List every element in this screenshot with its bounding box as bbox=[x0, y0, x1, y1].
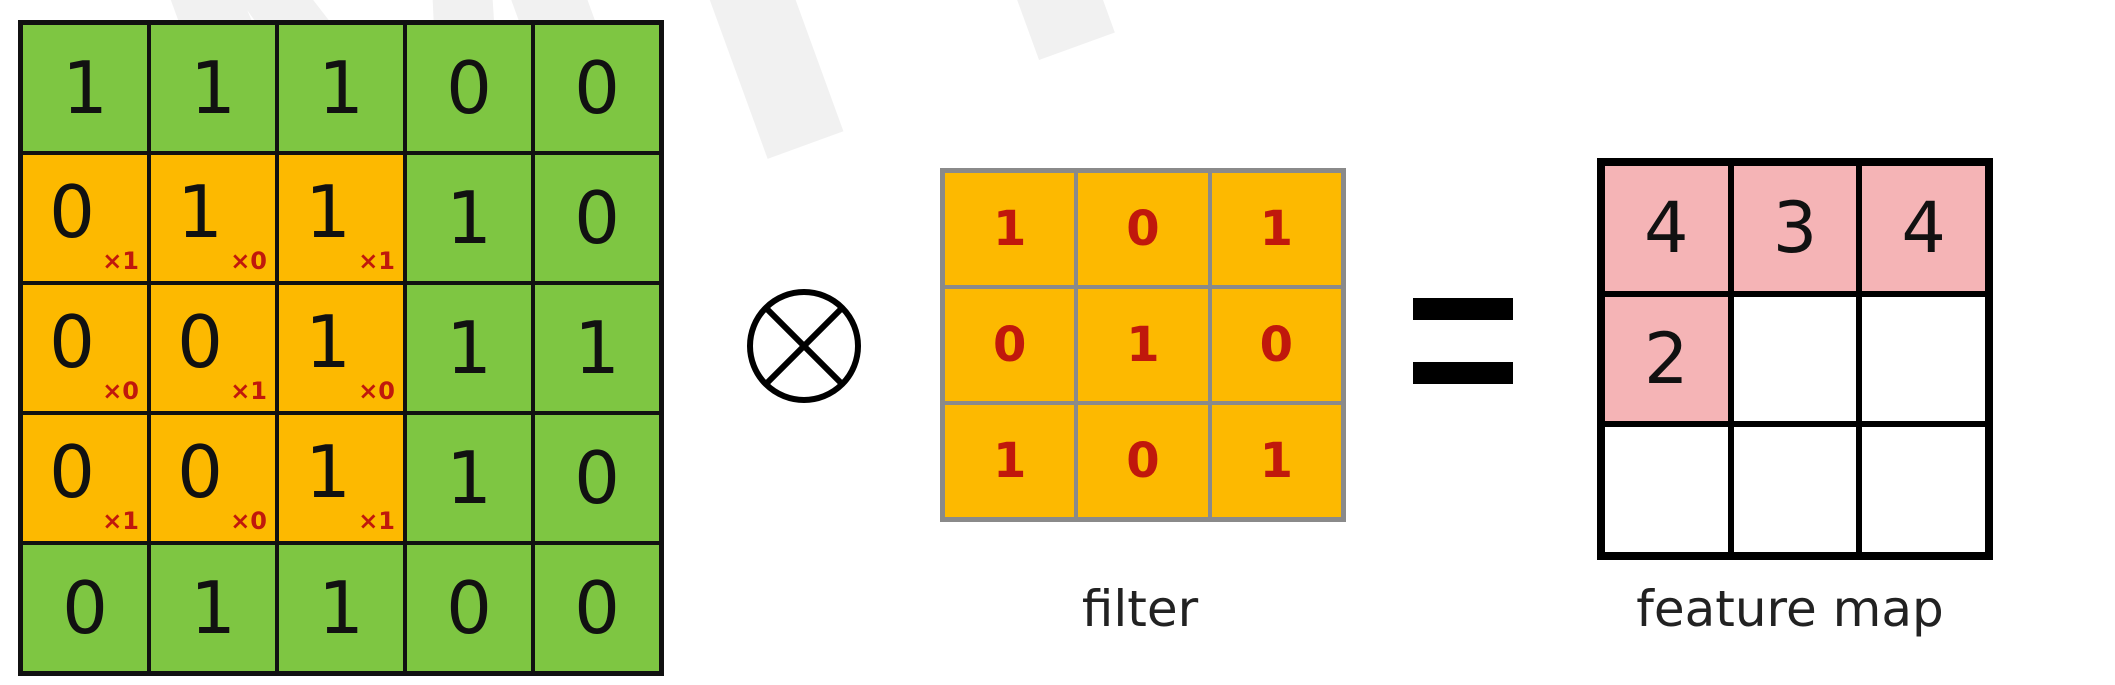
filter-weight-label: ×0 bbox=[230, 247, 267, 275]
input-cell-value: 0 bbox=[574, 566, 620, 650]
input-cell: 0×0 bbox=[21, 283, 149, 413]
input-cell: 0 bbox=[533, 23, 661, 153]
input-cell-value: 0 bbox=[177, 300, 223, 384]
input-cell-value: 1 bbox=[190, 46, 236, 130]
filter-cell: 1 bbox=[943, 171, 1077, 287]
filter-weight-label: ×0 bbox=[358, 377, 395, 405]
input-cell-value: 0 bbox=[446, 566, 492, 650]
input-cell: 0 bbox=[533, 153, 661, 283]
input-cell: 1 bbox=[405, 283, 533, 413]
input-cell-value: 0 bbox=[177, 430, 223, 514]
input-cell: 1 bbox=[149, 543, 277, 673]
filter-cell: 1 bbox=[1209, 403, 1343, 519]
input-cell-value: 0 bbox=[574, 176, 620, 260]
feature-map-cell bbox=[1730, 424, 1860, 555]
feature-map-cell: 4 bbox=[1859, 163, 1988, 294]
filter-weight-label: ×1 bbox=[230, 377, 267, 405]
input-cell-value: 1 bbox=[318, 46, 364, 130]
input-cell: 0×0 bbox=[149, 413, 277, 543]
input-cell: 0 bbox=[533, 413, 661, 543]
input-cell: 0 bbox=[405, 543, 533, 673]
input-cell: 1×0 bbox=[277, 283, 405, 413]
input-cell-value: 0 bbox=[62, 566, 108, 650]
input-cell: 1 bbox=[533, 283, 661, 413]
input-cell: 0×1 bbox=[21, 153, 149, 283]
input-cell: 0×1 bbox=[149, 283, 277, 413]
input-cell-value: 1 bbox=[305, 300, 351, 384]
input-cell-value: 1 bbox=[446, 306, 492, 390]
feature-map-label: feature map bbox=[1636, 580, 1944, 638]
input-cell-value: 0 bbox=[446, 46, 492, 130]
filter-weight-label: ×0 bbox=[102, 377, 139, 405]
feature-map-cell bbox=[1859, 424, 1988, 555]
input-cell: 1 bbox=[149, 23, 277, 153]
input-cell: 1 bbox=[277, 543, 405, 673]
filter-cell: 1 bbox=[943, 403, 1077, 519]
input-cell-value: 0 bbox=[49, 170, 95, 254]
filter-weight-label: ×1 bbox=[102, 507, 139, 535]
filter-cell: 0 bbox=[1076, 171, 1210, 287]
equals-icon bbox=[1413, 298, 1513, 388]
input-cell-value: 1 bbox=[190, 566, 236, 650]
input-cell: 1×1 bbox=[277, 413, 405, 543]
input-cell: 0 bbox=[533, 543, 661, 673]
input-cell-value: 0 bbox=[49, 430, 95, 514]
filter-cell: 0 bbox=[1076, 403, 1210, 519]
circled-times-icon bbox=[747, 289, 861, 403]
input-cell: 1×1 bbox=[277, 153, 405, 283]
input-cell: 0 bbox=[21, 543, 149, 673]
input-cell: 1 bbox=[277, 23, 405, 153]
feature-map-cell bbox=[1730, 293, 1860, 425]
input-cell: 1×0 bbox=[149, 153, 277, 283]
filter-cell: 0 bbox=[1209, 287, 1343, 403]
filter-cell: 1 bbox=[1076, 287, 1210, 403]
filter-cell: 1 bbox=[1209, 171, 1343, 287]
feature-map-cell: 4 bbox=[1602, 163, 1731, 294]
input-cell-value: 1 bbox=[446, 176, 492, 260]
feature-map-cell: 3 bbox=[1730, 163, 1860, 294]
input-cell: 0×1 bbox=[21, 413, 149, 543]
input-cell: 1 bbox=[405, 153, 533, 283]
feature-map-cell: 2 bbox=[1602, 293, 1731, 425]
filter-weight-label: ×1 bbox=[358, 507, 395, 535]
filter-cell: 0 bbox=[943, 287, 1077, 403]
feature-map-cell bbox=[1859, 293, 1988, 425]
input-cell-value: 1 bbox=[574, 306, 620, 390]
filter-weight-label: ×1 bbox=[102, 247, 139, 275]
filter-weight-label: ×1 bbox=[358, 247, 395, 275]
input-cell-value: 1 bbox=[305, 170, 351, 254]
input-cell: 0 bbox=[405, 23, 533, 153]
input-cell-value: 1 bbox=[177, 170, 223, 254]
feature-map-cell bbox=[1602, 424, 1731, 555]
input-cell-value: 1 bbox=[305, 430, 351, 514]
input-cell-value: 1 bbox=[62, 46, 108, 130]
input-cell-value: 1 bbox=[318, 566, 364, 650]
input-cell-value: 0 bbox=[49, 300, 95, 384]
input-cell-value: 0 bbox=[574, 436, 620, 520]
filter-label: filter bbox=[1081, 580, 1199, 638]
input-cell: 1 bbox=[405, 413, 533, 543]
input-cell: 1 bbox=[21, 23, 149, 153]
input-cell-value: 0 bbox=[574, 46, 620, 130]
filter-weight-label: ×0 bbox=[230, 507, 267, 535]
input-cell-value: 1 bbox=[446, 436, 492, 520]
